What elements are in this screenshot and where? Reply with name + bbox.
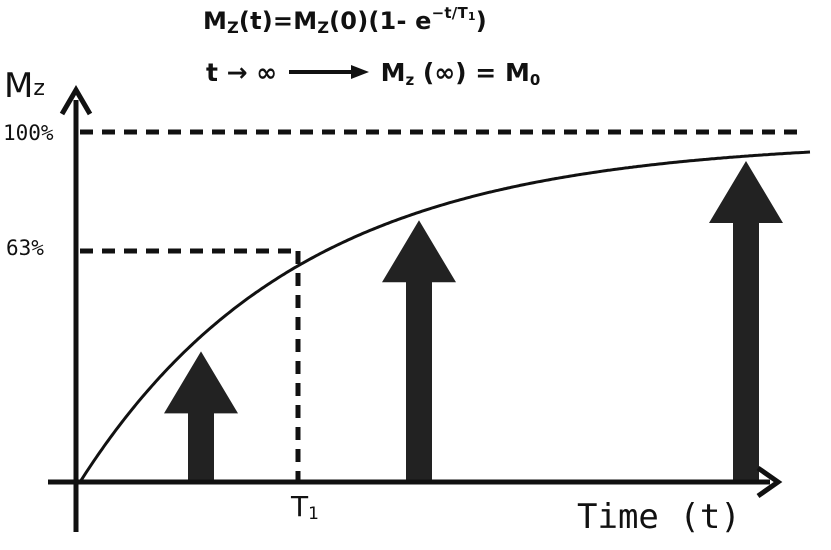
eq2-rhs-m: M	[380, 58, 406, 87]
x-axis-label: Time (t)	[577, 497, 741, 537]
y-axis-label-main: M	[4, 66, 34, 106]
magnetization-arrow-2	[382, 220, 456, 481]
eq2-rhs-arg: (∞) = M	[414, 58, 530, 87]
magnetization-arrows	[164, 161, 783, 481]
eq1-exponent: −t/T1	[431, 4, 476, 23]
t1-label: T1	[291, 490, 319, 524]
eq2-rhs-sub2: 0	[529, 71, 541, 89]
eq1-lhs: M	[203, 7, 228, 35]
y-axis-arrowhead-icon	[59, 85, 93, 116]
eq1-rhs-sub: Z	[317, 18, 330, 37]
eq2-rhs-sub: z	[405, 71, 415, 89]
eq1-exponent-text: −t/T	[431, 4, 468, 22]
magnetization-arrow-3	[709, 161, 783, 480]
eq1-rhs: M	[293, 7, 318, 35]
x-axis-arrowhead-icon	[756, 465, 783, 499]
recovery-curve	[78, 150, 811, 483]
y-axis-label: Mz	[4, 66, 45, 106]
tick-63-label: 63%	[6, 236, 44, 260]
relaxation-equation: MZ(t)=MZ(0)(1- e−t/T1)	[203, 4, 487, 37]
y-axis-label-sub: z	[33, 76, 45, 101]
eq1-lhs-sub: Z	[227, 18, 239, 37]
eq1-rhs-arg: (0)(1- e	[329, 7, 432, 35]
magnetization-arrow-1	[164, 351, 238, 480]
eq1-exponent-sub: 1	[467, 10, 476, 23]
eq1-close: )	[475, 7, 487, 35]
t1-label-sub: 1	[308, 504, 319, 524]
implies-arrow-icon	[288, 65, 369, 79]
eq1-lhs-arg: (t)=	[238, 7, 294, 35]
tick-100-label: 100%	[3, 121, 54, 145]
limit-equation: t → ∞ Mz (∞) = M0	[206, 58, 540, 89]
eq2-lhs: t → ∞	[206, 58, 278, 87]
t1-label-main: T	[291, 490, 309, 523]
